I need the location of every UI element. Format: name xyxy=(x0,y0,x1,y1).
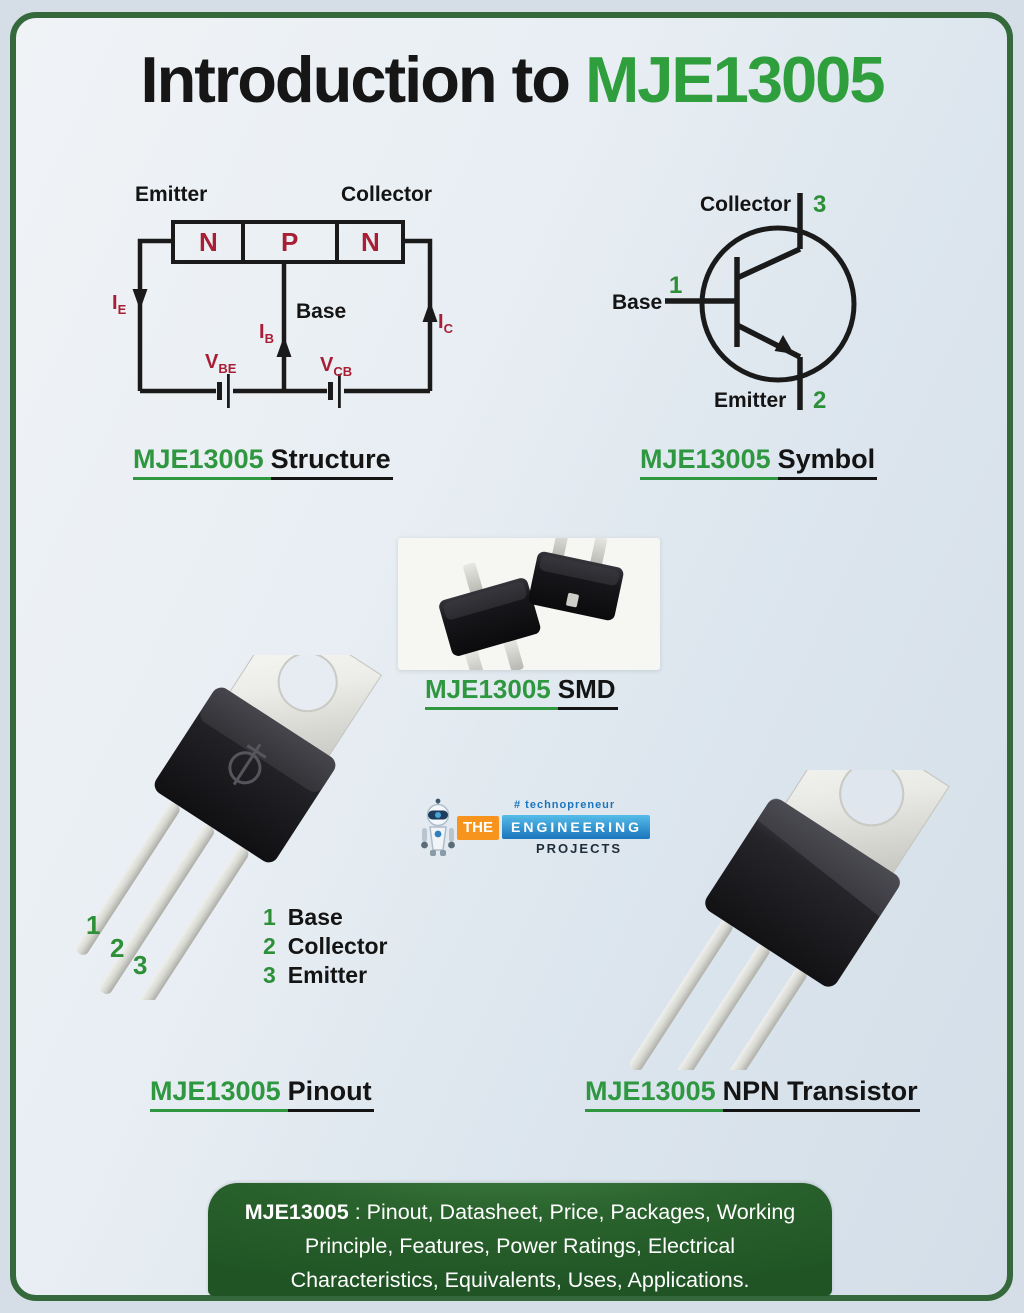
page-title: Introduction to MJE13005 xyxy=(0,42,1024,117)
robot-mascot-icon xyxy=(421,798,455,856)
npn-caption-word: NPN Transistor xyxy=(722,1076,920,1112)
legend-label-emitter: Emitter xyxy=(287,962,368,988)
logo-word-engineering: ENGINEERING xyxy=(502,815,651,839)
pinout-caption-part: MJE13005 xyxy=(150,1076,288,1112)
legend-row-base: 1 Base xyxy=(263,903,403,932)
structure-diagram-lines xyxy=(132,220,438,408)
legend-num-2: 2 xyxy=(263,933,276,959)
symbol-diagram-lines xyxy=(665,193,857,410)
title-part-number: MJE13005 xyxy=(585,43,885,116)
pinout-legend: 1 Base 2 Collector 3 Emitter xyxy=(263,903,403,990)
smd-caption-part: MJE13005 xyxy=(425,674,558,710)
symbol-collector-label: Collector xyxy=(700,193,792,216)
smd-photo xyxy=(398,538,660,670)
smd-caption-word: SMD xyxy=(557,674,618,710)
legend-row-emitter: 3 Emitter xyxy=(263,961,403,990)
symbol-diagram xyxy=(600,185,890,415)
current-ic-label: IC xyxy=(438,311,453,336)
pinout-caption-word: Pinout xyxy=(287,1076,374,1112)
structure-caption-word: Structure xyxy=(270,444,393,480)
pinout-photo xyxy=(55,655,390,1000)
logo-word-the: THE xyxy=(457,816,499,840)
emitter-arrowhead xyxy=(774,335,794,354)
structure-diagram xyxy=(100,180,445,415)
legend-num-3: 3 xyxy=(263,962,276,988)
footer-line1-rest: : Pinout, Datasheet, Price, Packages, Wo… xyxy=(348,1200,796,1224)
npn-photo xyxy=(575,770,980,1070)
structure-caption-part: MJE13005 xyxy=(133,444,271,480)
pinout-marker-1: 1 xyxy=(86,910,101,940)
footer-part-number: MJE13005 xyxy=(244,1200,349,1224)
structure-region-n2: N xyxy=(361,227,380,257)
to220-npn-illustration xyxy=(629,770,950,1070)
voltage-vcb-label: VCB xyxy=(320,354,353,379)
npn-caption-part: MJE13005 xyxy=(585,1076,723,1112)
smd-package-right xyxy=(528,538,624,621)
logo-word-projects: PROJECTS xyxy=(536,841,623,856)
symbol-caption-word: Symbol xyxy=(777,444,878,480)
symbol-base-label: Base xyxy=(612,291,663,314)
logo-tagline: # technopreneur xyxy=(514,799,616,811)
structure-region-n1: N xyxy=(199,227,218,257)
structure-collector-label: Collector xyxy=(341,183,433,206)
symbol-collector-pin: 3 xyxy=(813,191,827,218)
symbol-emitter-pin: 2 xyxy=(813,387,827,414)
current-ib-label: IB xyxy=(259,321,274,346)
footer-line-2: Principle, Features, Power Ratings, Elec… xyxy=(304,1234,736,1258)
legend-label-collector: Collector xyxy=(287,933,388,959)
structure-region-p: P xyxy=(281,227,299,257)
pinout-marker-3: 3 xyxy=(133,950,148,980)
footer-line-1: MJE13005 : Pinout, Datasheet, Price, Pac… xyxy=(208,1195,832,1229)
pinout-marker-2: 2 xyxy=(110,933,125,963)
legend-row-collector: 2 Collector xyxy=(263,932,403,961)
structure-base-label: Base xyxy=(296,300,347,323)
symbol-emitter-label: Emitter xyxy=(714,389,787,412)
legend-num-1: 1 xyxy=(263,904,276,930)
smd-packages-illustration xyxy=(439,538,624,670)
footer-banner: MJE13005 : Pinout, Datasheet, Price, Pac… xyxy=(208,1183,832,1296)
structure-emitter-label: Emitter xyxy=(135,183,208,206)
current-ie-label: IE xyxy=(112,292,127,317)
voltage-vbe-label: VBE xyxy=(205,351,237,376)
smd-package-left xyxy=(439,562,541,670)
footer-line-3: Characteristics, Equivalents, Uses, Appl… xyxy=(290,1268,750,1292)
symbol-caption-part: MJE13005 xyxy=(640,444,778,480)
title-prefix: Introduction to xyxy=(140,43,586,116)
to220-pinout-illustration xyxy=(76,655,383,1000)
legend-label-base: Base xyxy=(287,904,343,930)
symbol-base-pin: 1 xyxy=(669,272,683,299)
